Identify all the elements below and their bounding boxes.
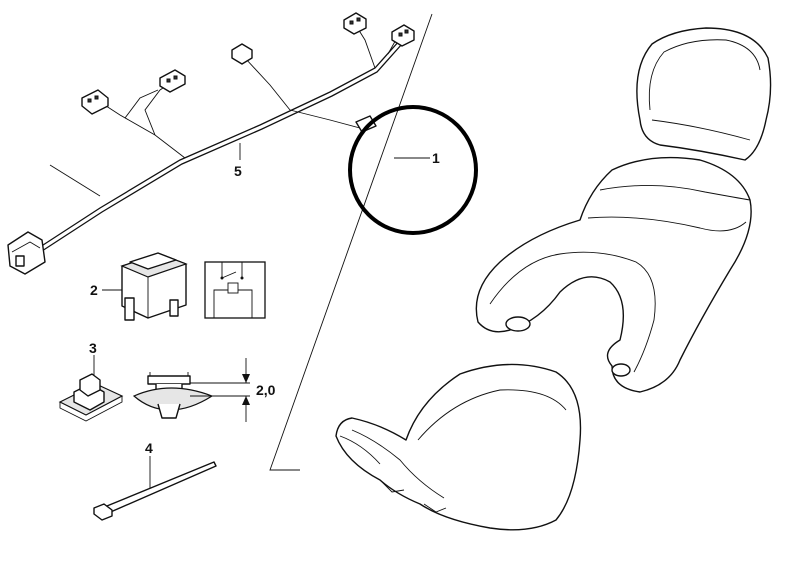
harness-connector-f xyxy=(355,115,377,133)
seat-backrest[interactable] xyxy=(636,27,772,161)
harness-connector-a xyxy=(81,89,109,115)
seat-cushion[interactable] xyxy=(335,363,582,531)
relay-schematic xyxy=(204,261,266,319)
callout-2: 2 xyxy=(90,282,98,298)
harness-connector-b xyxy=(159,69,186,93)
relay[interactable] xyxy=(120,252,188,321)
harness-main-connector xyxy=(7,231,46,275)
callout-4: 4 xyxy=(145,440,153,456)
cable-tie[interactable] xyxy=(93,461,217,521)
highlight-circle xyxy=(348,105,478,235)
harness-connector-c xyxy=(231,43,253,65)
dimension-label: 2,0 xyxy=(256,382,276,398)
callout-1: 1 xyxy=(432,150,440,166)
wiring-harness[interactable] xyxy=(7,12,415,275)
callout-5: 5 xyxy=(234,163,242,179)
harness-connector-d xyxy=(343,12,367,35)
seat-base[interactable] xyxy=(475,156,752,393)
push-rivet[interactable] xyxy=(132,372,214,419)
callout-3: 3 xyxy=(89,340,97,356)
harness-connector-e xyxy=(391,24,415,47)
dimension-marker xyxy=(190,358,250,422)
separator-line xyxy=(269,13,433,471)
clip[interactable] xyxy=(58,373,124,422)
